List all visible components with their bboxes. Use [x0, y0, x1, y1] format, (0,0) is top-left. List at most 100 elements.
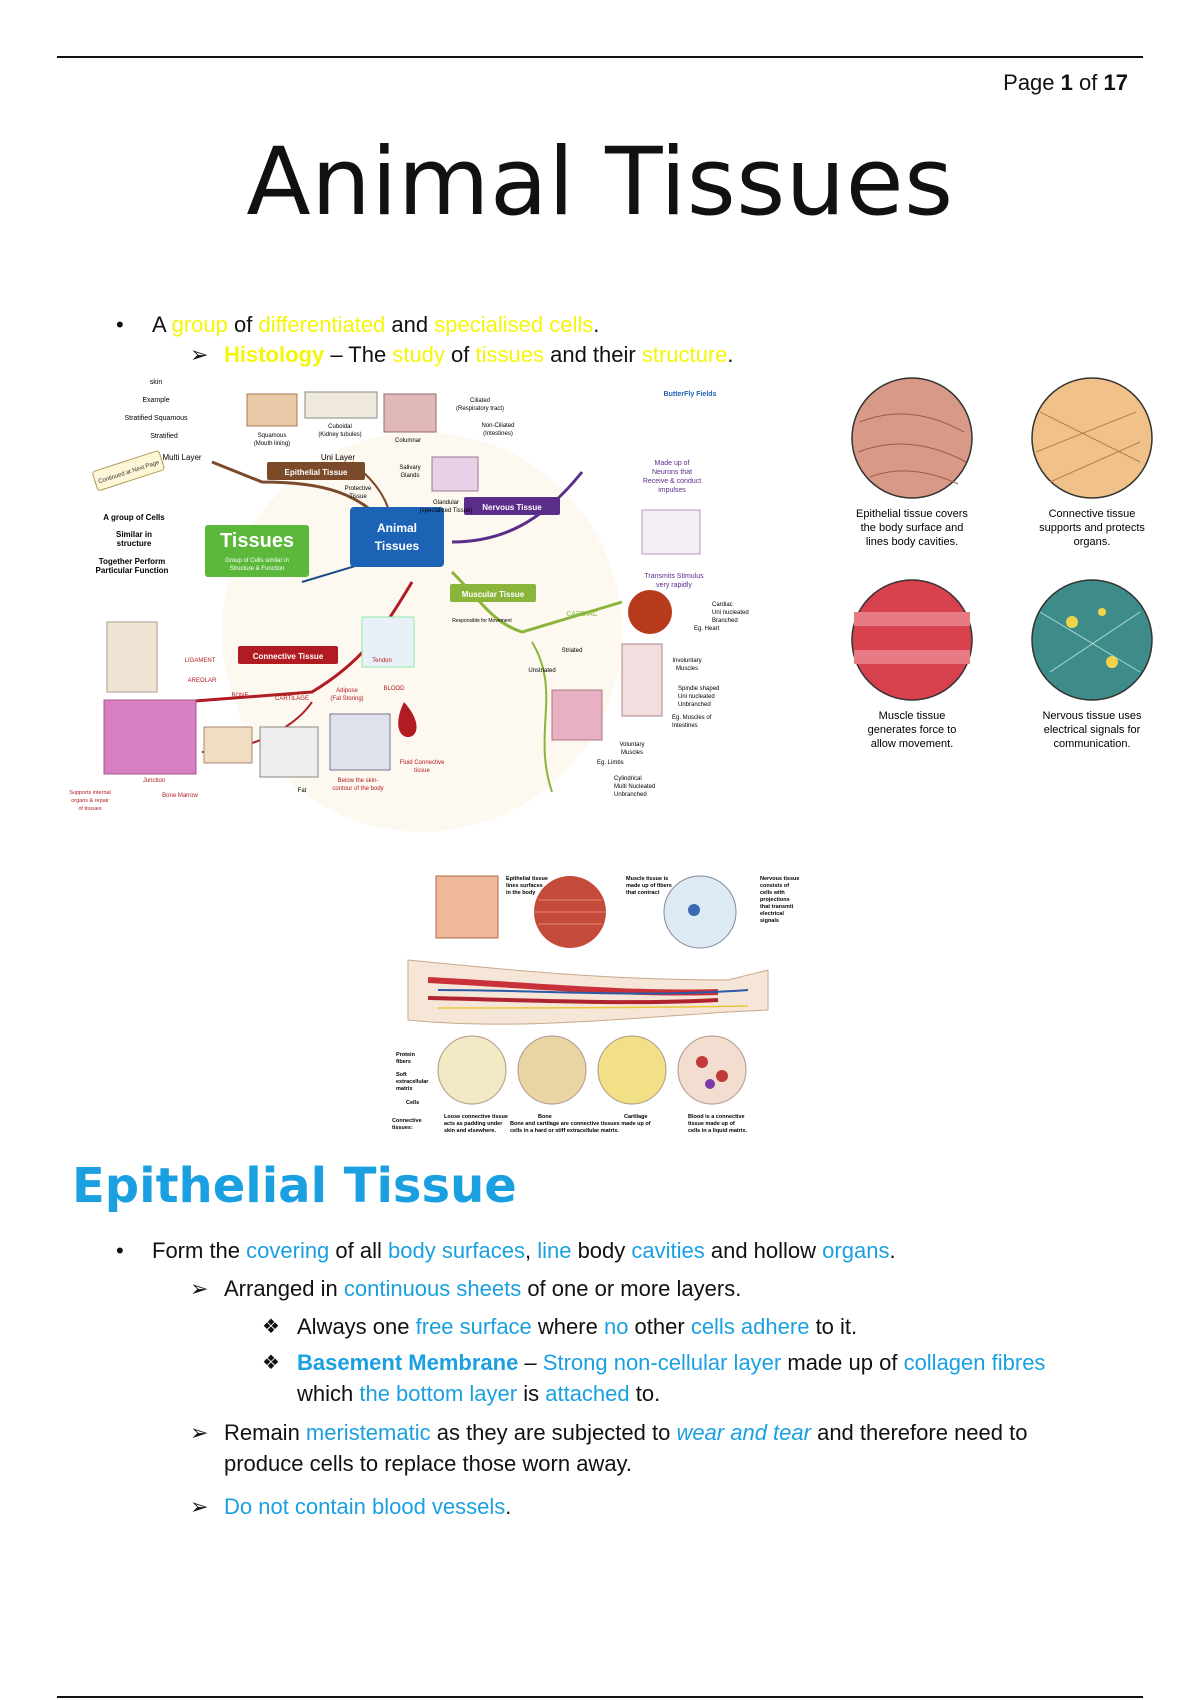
svg-text:Cells: Cells: [406, 1100, 419, 1106]
svg-text:A group of Cells: A group of Cells: [103, 513, 165, 522]
svg-text:(Intestines): (Intestines): [483, 431, 513, 437]
svg-text:Uni nucleated: Uni nucleated: [678, 694, 715, 700]
header-rule: [57, 56, 1143, 58]
svg-text:Non-Ciliated: Non-Ciliated: [481, 423, 514, 429]
svg-text:the body surface and: the body surface and: [861, 522, 964, 534]
svg-text:organs.: organs.: [1074, 536, 1111, 548]
svg-text:Transmits Stimulus: Transmits Stimulus: [644, 573, 704, 580]
svg-text:Protein: Protein: [396, 1052, 416, 1058]
bullet-icon: •: [116, 312, 124, 337]
svg-text:of tissues: of tissues: [78, 806, 101, 812]
svg-text:Similar in: Similar in: [116, 530, 152, 539]
svg-text:Muscle tissue is: Muscle tissue is: [626, 876, 668, 882]
svg-text:tissues:: tissues:: [392, 1125, 413, 1131]
svg-text:(Kidney tubules): (Kidney tubules): [318, 432, 361, 438]
svg-text:made up of fibers: made up of fibers: [626, 883, 672, 889]
bullet-icon: •: [116, 1238, 124, 1263]
epithelial-subpoint-2: Remain meristematic as they are subjecte…: [224, 1420, 1028, 1445]
svg-text:BONE: BONE: [231, 693, 248, 699]
epithelial-subpoint-3: Do not contain blood vessels.: [224, 1494, 512, 1519]
epithelial-detail-2-cont: which the bottom layer is attached to.: [297, 1381, 661, 1406]
epithelial-detail-1: Always one free surface where no other c…: [297, 1314, 858, 1339]
svg-text:generates force to: generates force to: [868, 724, 957, 736]
intro-line-2: Histology – The study of tissues and the…: [224, 342, 734, 367]
svg-text:Glands: Glands: [400, 473, 419, 479]
section-heading: Epithelial Tissue: [72, 1158, 517, 1214]
page-number: Page 1 of 17: [1003, 70, 1128, 95]
svg-text:Group of Cells similar in: Group of Cells similar in: [225, 558, 289, 564]
svg-text:Epithelial tissue covers: Epithelial tissue covers: [856, 508, 968, 520]
svg-text:Bone: Bone: [538, 1114, 552, 1120]
tissue-types-circles: Epithelial tissue covers the body surfac…: [851, 377, 1153, 750]
svg-text:organs & repair: organs & repair: [71, 798, 109, 804]
diamond-bullet-icon: ❖: [262, 1316, 280, 1338]
svg-text:Muscle tissue: Muscle tissue: [879, 710, 946, 722]
svg-text:Bone Marrow: Bone Marrow: [162, 793, 198, 799]
svg-text:extracellular: extracellular: [396, 1079, 429, 1085]
svg-text:cells with: cells with: [760, 890, 785, 896]
svg-text:AREOLAR: AREOLAR: [188, 678, 217, 684]
svg-text:Adipose: Adipose: [336, 688, 358, 694]
svg-text:skin: skin: [150, 379, 163, 386]
svg-text:Multi Nucleated: Multi Nucleated: [614, 784, 655, 790]
epithelial-branch-label: Epithelial Tissue: [285, 468, 349, 477]
svg-text:Soft: Soft: [396, 1072, 407, 1078]
nervous-branch-label: Nervous Tissue: [482, 503, 542, 512]
epithelial-detail-2: Basement Membrane – Strong non-cellular …: [297, 1350, 1046, 1375]
arrow-bullet-icon: ➢: [190, 1276, 209, 1301]
svg-text:Stratified Squamous: Stratified Squamous: [124, 415, 188, 422]
svg-text:Salivary: Salivary: [399, 465, 420, 471]
svg-text:Cylindrical: Cylindrical: [614, 776, 642, 782]
svg-text:Below the skin-: Below the skin-: [338, 778, 379, 784]
svg-text:Unstriated: Unstriated: [528, 668, 555, 674]
svg-text:Blood is a connective: Blood is a connective: [688, 1114, 745, 1120]
svg-text:Loose connective tissue: Loose connective tissue: [444, 1114, 508, 1120]
svg-text:Spindle shaped: Spindle shaped: [678, 686, 719, 692]
footer-rule: [57, 1696, 1143, 1698]
muscular-branch-label: Muscular Tissue: [462, 590, 525, 599]
connective-branch-label: Connective Tissue: [253, 652, 324, 661]
svg-text:in the body: in the body: [506, 890, 536, 896]
tissues-mind-map: Animal Tissues Tissues Group of Cells si…: [69, 379, 749, 832]
svg-text:matrix: matrix: [396, 1086, 413, 1092]
svg-text:(Respiratory tract): (Respiratory tract): [456, 406, 504, 412]
svg-text:structure: structure: [117, 539, 152, 548]
svg-text:projections: projections: [760, 897, 790, 903]
svg-text:Unbranched: Unbranched: [678, 702, 711, 708]
svg-text:CARDIAC: CARDIAC: [566, 611, 598, 618]
svg-text:Tissue: Tissue: [349, 494, 367, 500]
svg-text:(specialized Tissue): (specialized Tissue): [420, 508, 473, 514]
svg-text:signals: signals: [760, 918, 779, 924]
svg-text:that transmit: that transmit: [760, 904, 793, 910]
svg-text:that contract: that contract: [626, 890, 659, 896]
intro-line-1: A group of differentiated and specialise…: [152, 312, 600, 337]
svg-text:CARTILAGE: CARTILAGE: [275, 696, 309, 702]
svg-text:Cardiac: Cardiac: [712, 602, 733, 608]
svg-text:Junction: Junction: [143, 778, 165, 784]
arrow-bullet-icon: ➢: [190, 1494, 209, 1519]
svg-text:Ciliated: Ciliated: [470, 398, 490, 404]
svg-text:tissue made up of: tissue made up of: [688, 1121, 735, 1127]
svg-text:Muscles: Muscles: [676, 666, 698, 672]
svg-text:lines surfaces: lines surfaces: [506, 883, 543, 889]
svg-text:Protective: Protective: [345, 486, 372, 492]
svg-text:Glandular: Glandular: [433, 500, 459, 506]
svg-text:Epithelial tissue: Epithelial tissue: [506, 876, 548, 882]
svg-text:Muscles: Muscles: [621, 750, 643, 756]
svg-text:Columnar: Columnar: [395, 438, 421, 444]
svg-text:communication.: communication.: [1053, 738, 1130, 750]
svg-text:Involuntary: Involuntary: [672, 658, 701, 664]
center-node-sub: Tissues: [375, 539, 420, 553]
svg-text:electrical: electrical: [760, 911, 784, 917]
svg-text:Fat: Fat: [298, 788, 307, 794]
diamond-bullet-icon: ❖: [262, 1352, 280, 1374]
svg-text:Bone and cartilage are connect: Bone and cartilage are connective tissue…: [510, 1121, 651, 1127]
svg-text:Connective: Connective: [392, 1118, 422, 1124]
svg-text:acts as padding under: acts as padding under: [444, 1121, 503, 1127]
svg-text:Responsible for Movement: Responsible for Movement: [452, 618, 512, 624]
svg-text:Nervous tissue: Nervous tissue: [760, 876, 799, 882]
svg-text:Stratified: Stratified: [150, 433, 178, 440]
epithelial-subpoint-2-cont: produce cells to replace those worn away…: [224, 1451, 633, 1476]
svg-text:(Fat Storing): (Fat Storing): [330, 696, 363, 702]
svg-text:contour of the body: contour of the body: [332, 786, 383, 792]
